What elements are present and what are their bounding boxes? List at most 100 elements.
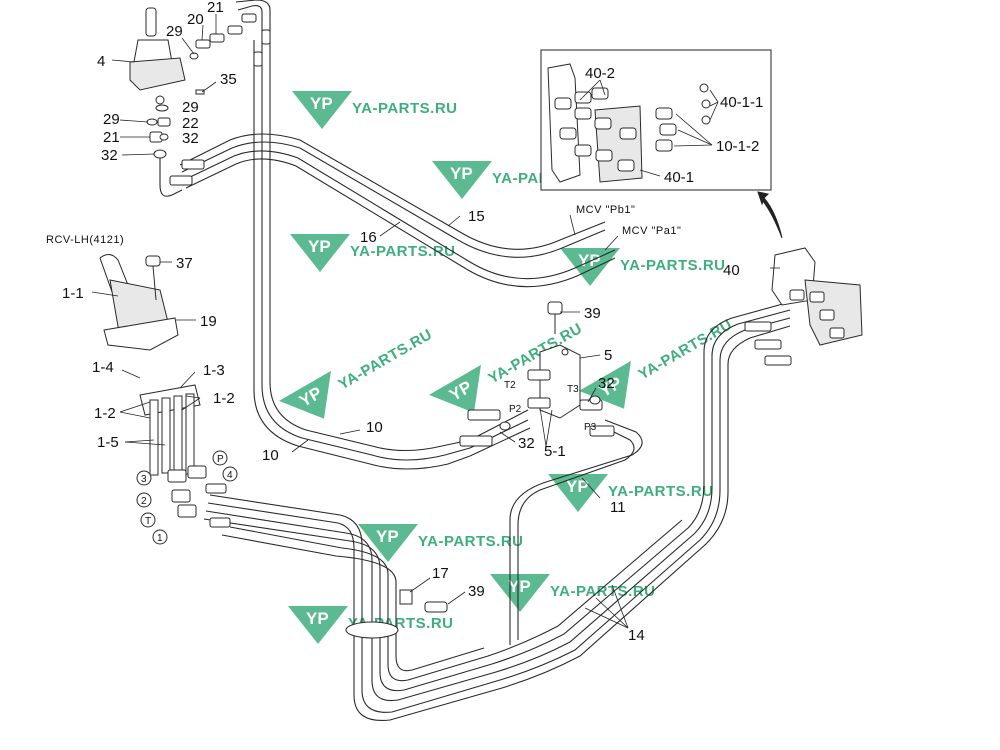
rcv-fitting bbox=[177, 504, 197, 518]
label-39: 39 bbox=[584, 305, 601, 322]
hose-end bbox=[261, 29, 271, 45]
label-1-5: 1-5 bbox=[97, 434, 119, 451]
watermark-text: YA-PARTS.RU bbox=[335, 326, 435, 393]
detail-fitting-10-1-2 bbox=[655, 139, 673, 152]
rcv-tube bbox=[173, 395, 183, 477]
o-ring-29 bbox=[189, 52, 199, 60]
rcv-tube bbox=[185, 393, 195, 475]
detail-fitting bbox=[619, 127, 637, 140]
watermark-9: YP YA-PARTS.RU bbox=[548, 474, 713, 512]
detail-fitting bbox=[574, 107, 592, 120]
mcv-fitting bbox=[829, 327, 845, 339]
detail-fitting-10-1-2 bbox=[655, 107, 673, 120]
watermark-10: YP YA-PARTS.RU bbox=[358, 524, 523, 562]
mcv-fitting bbox=[819, 309, 835, 321]
hose-end bbox=[181, 159, 205, 170]
label-mcv-pa1: MCV "Pa1" bbox=[622, 225, 681, 237]
label-21-b: 21 bbox=[103, 129, 120, 146]
label-20: 20 bbox=[187, 11, 204, 28]
detail-o-ring-40-1-1 bbox=[699, 83, 709, 93]
detail-fitting bbox=[617, 159, 635, 172]
hose-14-a bbox=[209, 317, 791, 713]
label-32-c: 32 bbox=[598, 375, 615, 392]
valve-body bbox=[129, 57, 186, 91]
rcv-fitting bbox=[171, 489, 191, 503]
watermark-text: YA-PARTS.RU bbox=[620, 257, 726, 274]
rcv-tube bbox=[161, 397, 171, 474]
fitting-22 bbox=[157, 117, 171, 127]
hose-14-c bbox=[205, 309, 791, 702]
hose-valve-down bbox=[159, 150, 183, 197]
mcv-fitting bbox=[809, 291, 825, 303]
hose-10-b bbox=[253, 40, 471, 470]
rcv-tube bbox=[149, 399, 159, 476]
hose-15-b bbox=[181, 141, 606, 258]
watermark-logo: YP bbox=[566, 477, 589, 496]
watermark-logo: YP bbox=[310, 94, 333, 113]
label-40-1: 40-1 bbox=[664, 169, 694, 186]
mcv-40 bbox=[744, 191, 863, 366]
label-21: 21 bbox=[207, 0, 224, 16]
fitting-20 bbox=[195, 39, 211, 49]
port-label-p2: P2 bbox=[509, 404, 522, 415]
hose-14-b bbox=[207, 325, 791, 722]
label-22: 22 bbox=[182, 115, 199, 132]
bolt-37-shank bbox=[152, 265, 157, 301]
label-1-1: 1-1 bbox=[62, 285, 84, 302]
watermark-logo: YP bbox=[306, 609, 329, 628]
label-1-3: 1-3 bbox=[203, 362, 225, 379]
port-label-4: 4 bbox=[227, 470, 233, 481]
port-label-3: 3 bbox=[141, 474, 147, 485]
block-hole bbox=[561, 348, 569, 356]
detail-fitting bbox=[591, 87, 609, 100]
pilot-valve-4 bbox=[129, 7, 271, 186]
label-rcv-lh: RCV-LH(4121) bbox=[46, 234, 124, 246]
rcv-lh-joystick bbox=[99, 254, 238, 545]
port-label-t2: T2 bbox=[504, 380, 516, 391]
port-label-p: P bbox=[217, 454, 224, 465]
watermark-3: YP YA-PARTS.RU bbox=[290, 234, 456, 272]
label-mcv-pb1: MCV "Pb1" bbox=[576, 204, 635, 216]
valve-lever bbox=[145, 7, 157, 37]
hose-11-a bbox=[517, 429, 635, 640]
hose-15 bbox=[179, 133, 606, 250]
label-29-b: 29 bbox=[182, 99, 199, 116]
watermark-text: YA-PARTS.RU bbox=[350, 243, 456, 260]
port-circle-p bbox=[212, 450, 228, 466]
watermark-logo: YP bbox=[308, 237, 331, 256]
mcv-hose-end bbox=[754, 339, 782, 350]
bolt-35 bbox=[195, 89, 205, 95]
label-14: 14 bbox=[628, 627, 645, 644]
watermark-logo: YP bbox=[578, 251, 601, 270]
hose-10-inner bbox=[269, 18, 471, 451]
hose-end bbox=[253, 51, 263, 67]
label-10-1-2: 10-1-2 bbox=[716, 138, 759, 155]
label-32-d: 32 bbox=[518, 435, 535, 452]
detail-o-ring-40-1-1 bbox=[701, 99, 711, 109]
hose-end bbox=[169, 175, 193, 186]
mcv-hose-end bbox=[744, 321, 772, 332]
label-4: 4 bbox=[97, 53, 105, 70]
o-ring-32 bbox=[153, 149, 167, 159]
rcv-fitting bbox=[167, 469, 187, 483]
hose-14-f bbox=[221, 534, 485, 672]
watermark-6: YP YA-PARTS.RU bbox=[279, 326, 435, 419]
clamp-bracket bbox=[399, 589, 413, 605]
label-10-b: 10 bbox=[366, 419, 383, 436]
mcv-hose-end bbox=[764, 355, 792, 366]
watermark-1: YP YA-PARTS.RU bbox=[292, 91, 457, 129]
detail-fitting-10-1-2 bbox=[659, 123, 677, 136]
mcv-fitting bbox=[789, 289, 805, 301]
joystick-plate-19 bbox=[103, 317, 179, 351]
detail-fitting bbox=[594, 117, 612, 130]
watermark-11: YP YA-PARTS.RU bbox=[490, 574, 655, 612]
label-11: 11 bbox=[610, 499, 626, 516]
label-32-b: 32 bbox=[101, 147, 118, 164]
label-1-2-b: 1-2 bbox=[213, 390, 235, 407]
label-39-b: 39 bbox=[468, 583, 485, 600]
port-label-t: T bbox=[145, 516, 151, 527]
o-ring-29 bbox=[155, 104, 169, 112]
labels: 4 29 20 21 35 29 29 22 21 32 32 RCV-LH(4… bbox=[46, 0, 763, 644]
detail-bracket bbox=[547, 63, 581, 183]
bolt-37 bbox=[145, 255, 161, 267]
